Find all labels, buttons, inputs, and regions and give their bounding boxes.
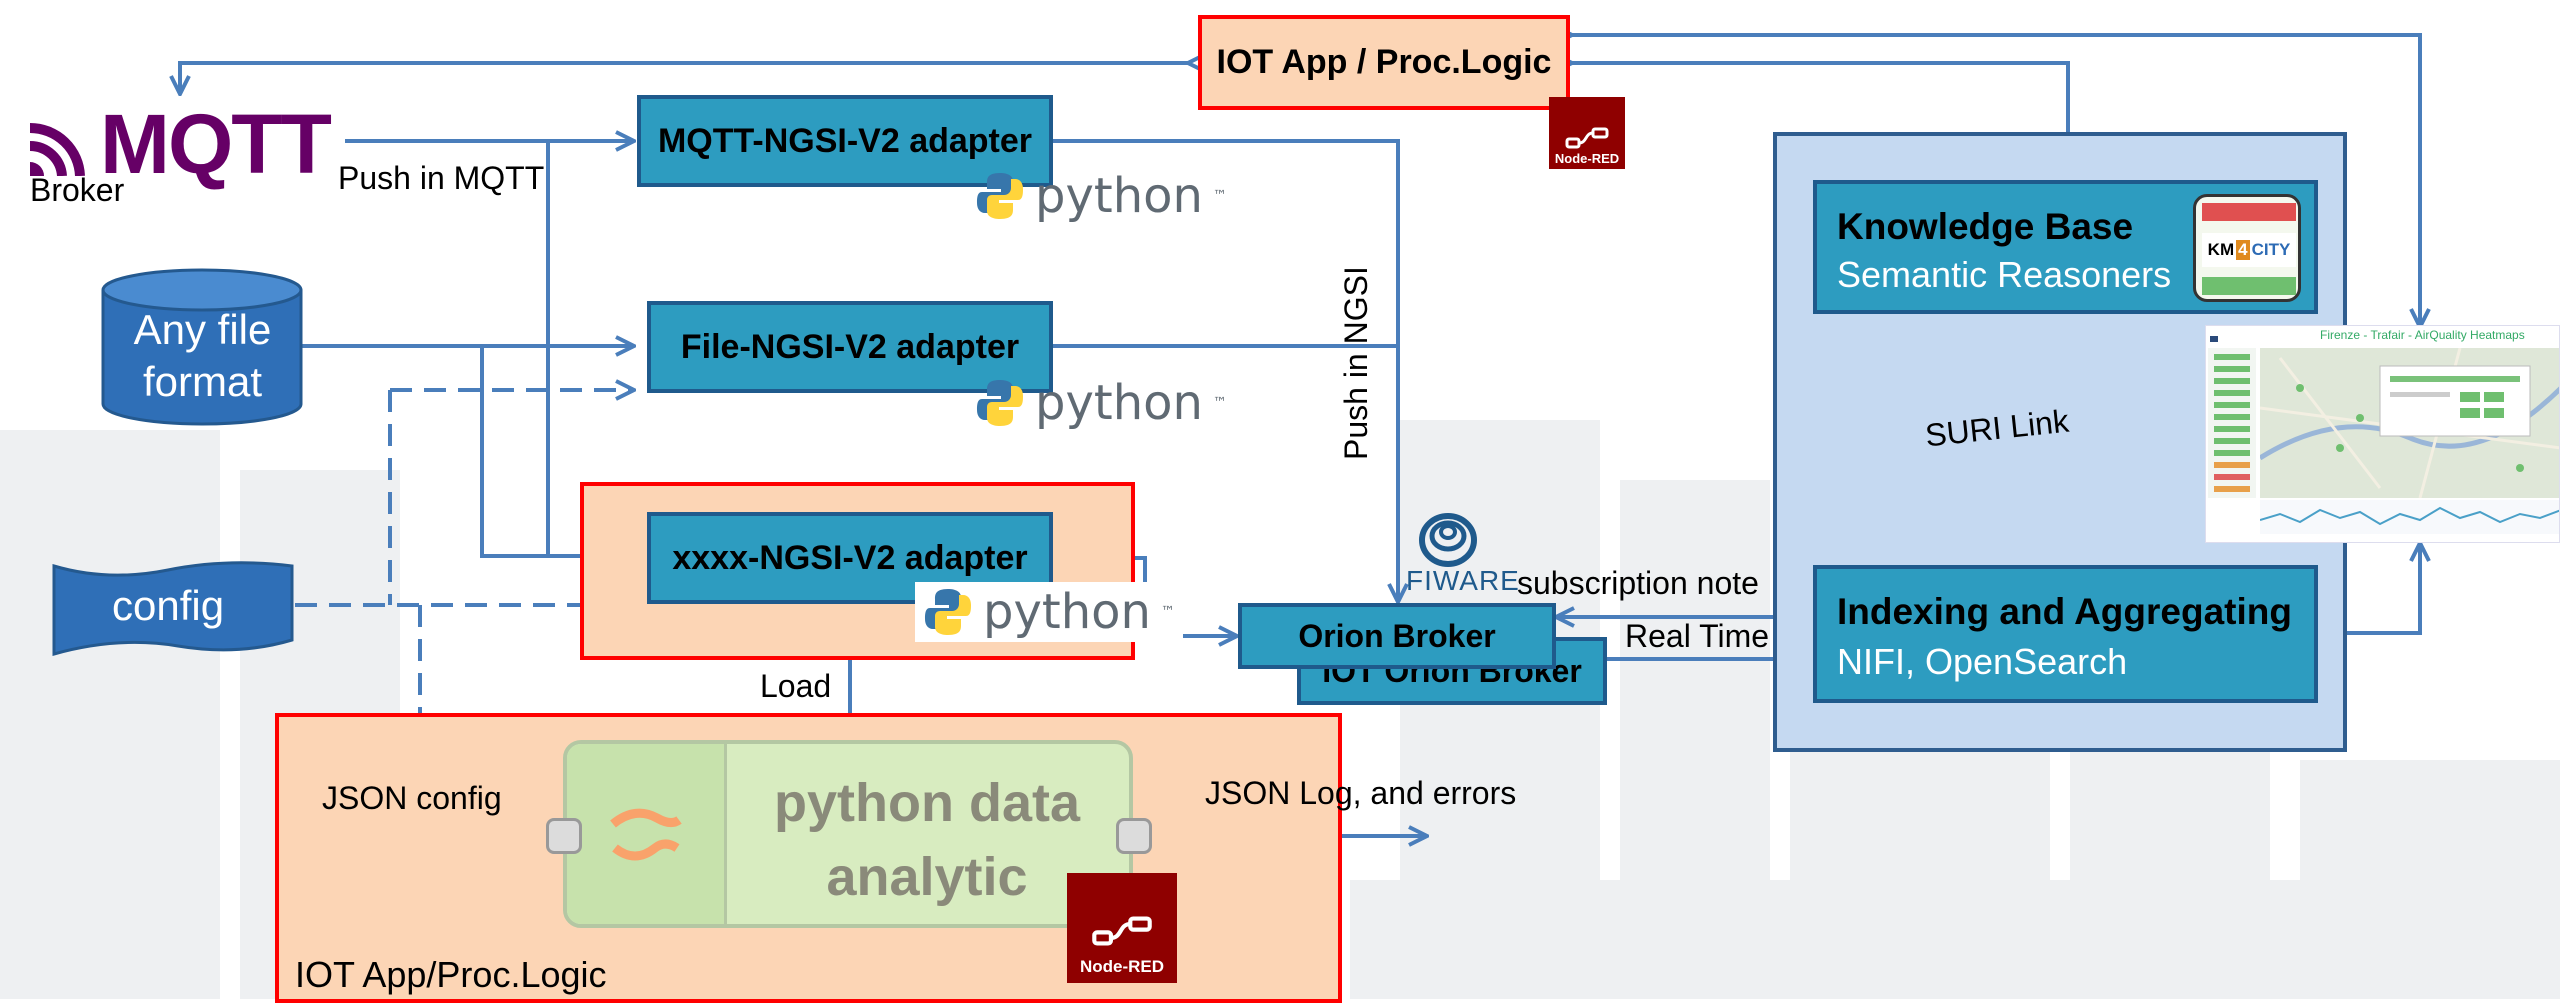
dashboard-timeline [2260, 500, 2559, 534]
arrow-iot-dashboard [1570, 35, 2420, 325]
node-output-port[interactable] [1116, 818, 1152, 854]
node-red-icon [1565, 127, 1609, 149]
arrow-indexing-dashboard [2318, 545, 2420, 633]
subscription-label: subscription note [1517, 565, 1759, 601]
file-format-label: Any file format [133, 306, 272, 405]
dashboard-map [2258, 347, 2559, 499]
json-config-label: JSON config [322, 780, 502, 816]
node-red-badge-top: Node-RED [1549, 97, 1625, 169]
arrow-iot-mqtt [180, 63, 1190, 92]
mqtt-wordmark: MQTT [100, 97, 332, 191]
push-mqtt-label: Push in MQTT [338, 160, 545, 196]
mqtt-waves-icon [30, 122, 85, 176]
realtime-label: Real Time [1625, 618, 1770, 654]
iot-app-box[interactable]: IOT App / Proc.Logic [1198, 15, 1570, 110]
python-icon [925, 589, 971, 635]
json-log-label: JSON Log, and errors [1205, 775, 1517, 811]
dashboard-sidebar [2208, 348, 2256, 498]
fiware-wordmark: FIWARE [1406, 565, 1520, 596]
push-ngsi-label: Push in NGSI [1338, 266, 1374, 460]
proc-logic-label: IOT App/Proc.Logic [295, 954, 607, 995]
mqtt-logo: MQTT [30, 97, 340, 191]
fiware-icon [1419, 513, 1477, 567]
indexing-box[interactable]: Indexing and Aggregating NIFI, OpenSearc… [1813, 565, 2318, 703]
config-label: config [112, 582, 225, 629]
node-red-badge-bottom: Node-RED [1067, 873, 1177, 983]
load-label: Load [760, 668, 832, 704]
orion-broker[interactable]: Orion Broker [1238, 603, 1556, 669]
file-ngsi-adapter[interactable]: File-NGSI-V2 adapter [647, 301, 1053, 393]
node-red-icon [1092, 916, 1152, 946]
dashboard-title: Firenze - Trafair - AirQuality Heatmaps [2320, 328, 2525, 342]
node-input-port[interactable] [546, 818, 582, 854]
broker-label: Broker [30, 172, 125, 208]
file-format-cylinder [101, 268, 303, 426]
python-snake-icon [610, 808, 682, 861]
node-title: python data analytic [774, 773, 1080, 907]
config-scroll [52, 561, 294, 656]
arrow-mqtt-orion [1053, 139, 1398, 600]
python-icon [977, 380, 1023, 426]
python-data-analytic-node[interactable]: python data analytic [563, 740, 1133, 928]
mqtt-ngsi-adapter[interactable]: MQTT-NGSI-V2 adapter [637, 95, 1053, 187]
dashboard-screenshot: Firenze - Trafair - AirQuality Heatmaps [2205, 325, 2560, 543]
python-icon [977, 173, 1023, 219]
